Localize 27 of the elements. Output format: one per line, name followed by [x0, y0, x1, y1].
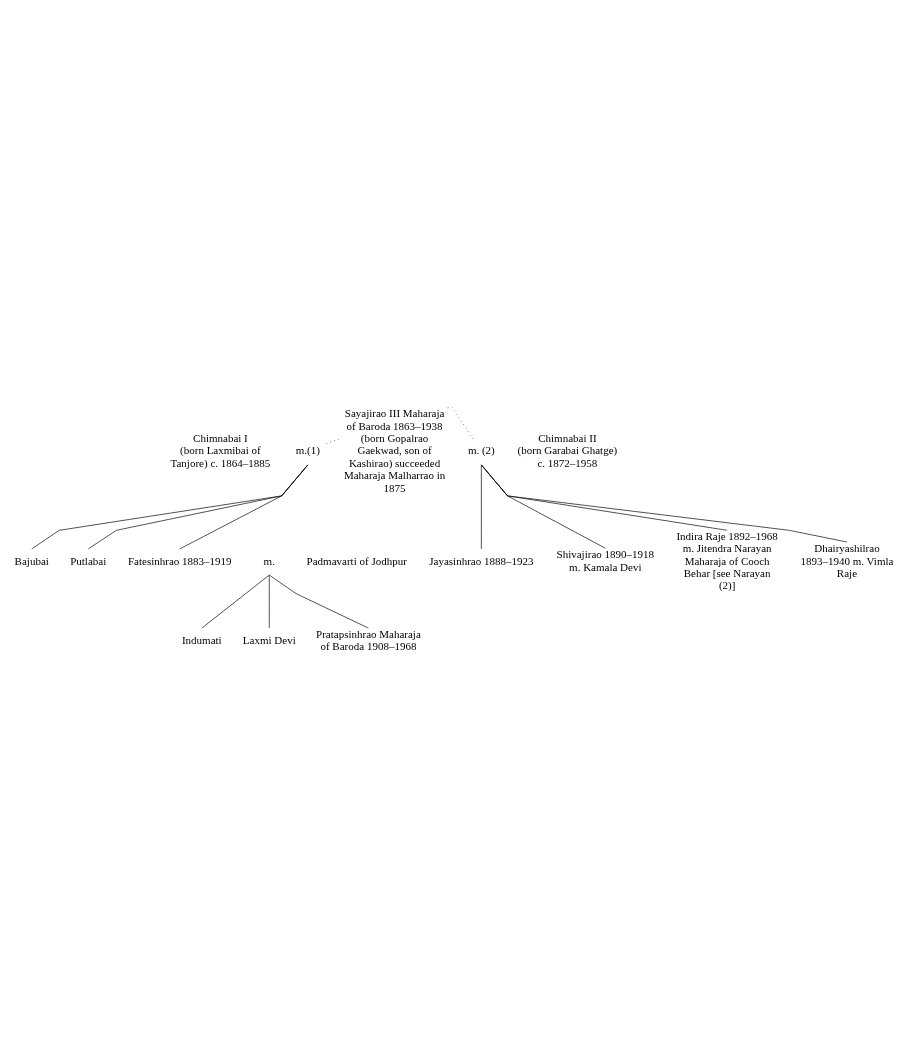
node-text: Fatesinhrao 1883–1919 — [127, 554, 232, 567]
node-text: Shivajirao 1890–1918 m. Kamala Devi — [556, 548, 655, 573]
connector — [87, 464, 309, 550]
node-text: Pratapsinhrao Maharaja of Baroda 1908–1968 — [316, 627, 421, 652]
node-text: m.(1) — [295, 444, 320, 457]
node-text: Chimnabai I (born Laxmibai of Tanjore) c. 1864–1885 — [170, 432, 271, 469]
connector — [481, 464, 482, 550]
node-text: Sayajirao III Maharaja of Baroda 1863–1938 (born Gopalrao Gaekwad, son of Kashirao) succeeded Maharaja Malharrao in 1875 — [343, 407, 446, 494]
node-text: Jayasinhrao 1888–1923 — [429, 554, 534, 567]
node-text: Indumati — [181, 633, 222, 646]
connector — [31, 464, 309, 550]
connector — [481, 464, 848, 543]
connector — [481, 464, 728, 531]
connector — [481, 464, 606, 549]
node-text: m. (2) — [467, 444, 495, 457]
node-text: Chimnabai II (born Garabai Ghatge) c. 1872–1958 — [517, 432, 618, 469]
node-text: Laxmi Devi — [242, 633, 296, 646]
node-text: Bajubai — [14, 554, 49, 567]
node-text: Indira Raje 1892–1968 m. Jitendra Narayan Maharaja of Cooch Behar [see Narayan (2)] — [676, 529, 778, 592]
node-text: m. — [263, 554, 275, 567]
node-text: Dhairyashilrao 1893–1940 m. Vimla Raje — [800, 542, 894, 579]
node-text: Putlabai — [70, 554, 107, 567]
connector — [201, 574, 270, 629]
connector — [268, 574, 270, 629]
node-text: Padmavarti of Jodhpur — [306, 554, 407, 567]
connector — [268, 574, 369, 629]
connector — [179, 464, 309, 550]
